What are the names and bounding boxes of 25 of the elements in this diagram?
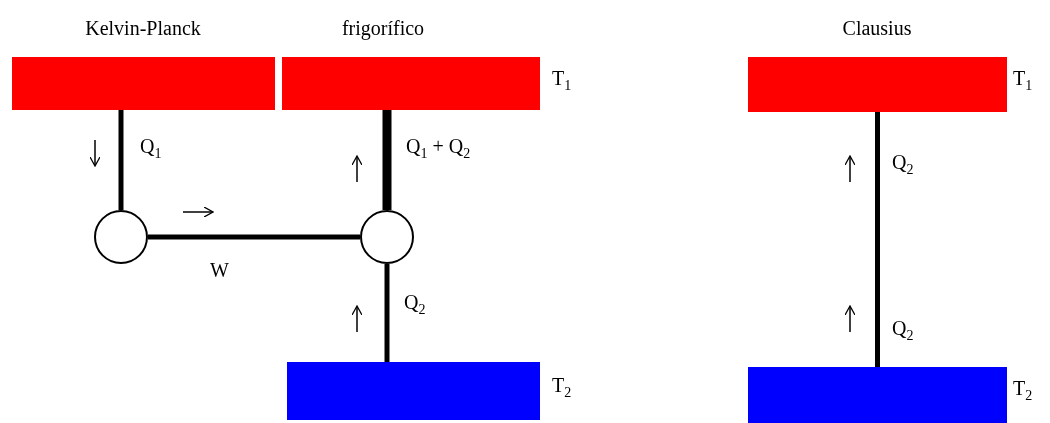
connector-line [382,110,392,210]
edge-label: Q$_{2}$ [404,292,426,317]
reservoir-box [287,362,540,420]
edge-label: W [210,260,229,280]
edge-label: Q$_{1}$ [140,136,162,161]
edge-label: Q$_{1}$ + Q$_{2}$ [406,136,471,161]
temperature-label: T$_{2}$ [1013,378,1033,403]
heading-label: Clausius [842,18,912,38]
heat-label: Q$_{2}$ [892,318,914,343]
temperature-label: T$_{1}$ [552,68,572,93]
heading-label: frigorífico [341,18,425,38]
connector-line [148,234,360,240]
temperature-label: T$_{1}$ [1013,68,1033,93]
reservoir-box [12,57,275,110]
connector-line [875,112,880,367]
edge-label: Q$_{2}$ [892,152,914,177]
reservoir-box [748,57,1007,112]
engine-circle [360,210,414,264]
connector-line [384,264,390,362]
temperature-label: T$_{2}$ [552,375,572,400]
engine-circle [94,210,148,264]
reservoir-box [282,57,540,110]
connector-line [118,110,124,210]
heading-label: Kelvin-Planck [85,18,201,38]
reservoir-box [748,367,1007,423]
